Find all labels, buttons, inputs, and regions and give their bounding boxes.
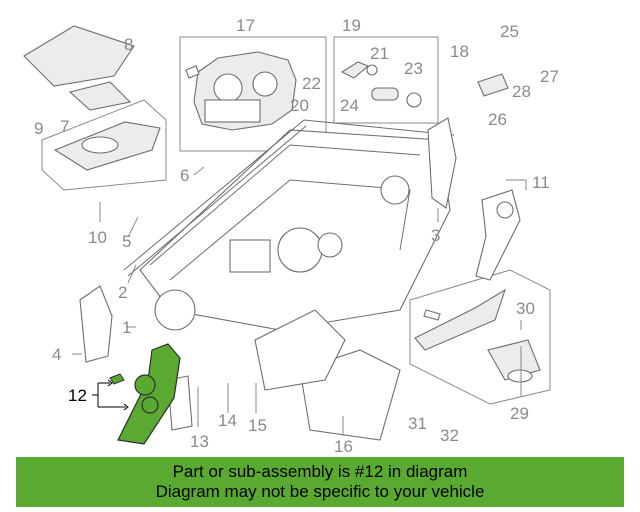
- callout-26: 26: [488, 110, 507, 129]
- info-banner: Part or sub-assembly is #12 in diagram D…: [16, 457, 624, 507]
- callout-13: 13: [190, 432, 209, 451]
- callout-27: 27: [540, 67, 559, 86]
- instrument-panel: [123, 119, 455, 331]
- part-group-29: [409, 269, 551, 405]
- callout-22: 22: [302, 74, 321, 93]
- part-11: [475, 189, 521, 281]
- callout-19: 19: [342, 16, 361, 35]
- part-3: [427, 117, 457, 209]
- banner-line-2: Diagram may not be specific to your vehi…: [155, 482, 485, 501]
- callout-16: 16: [334, 437, 353, 456]
- part-26: [477, 73, 509, 97]
- banner-line-1: Part or sub-assembly is #12 in diagram: [172, 462, 468, 481]
- callout-25: 25: [500, 22, 519, 41]
- part-group-17: [179, 36, 327, 152]
- callout-2: 2: [118, 283, 127, 302]
- callout-24: 24: [340, 96, 359, 115]
- callout-1: 1: [122, 318, 131, 337]
- callout-29: 29: [510, 404, 529, 423]
- callout-4: 4: [52, 345, 61, 364]
- highlighted-part-12: [92, 343, 181, 445]
- callout-10: 10: [88, 228, 107, 247]
- callout-labels: 1 2 3 4 5 6 7 8 9 10 11 12 13 14 15 16 1…: [34, 16, 559, 456]
- parts-diagram: 1 2 3 4 5 6 7 8 9 10 11 12 13 14 15 16 1…: [23, 16, 559, 456]
- callout-9: 9: [34, 119, 43, 138]
- callout-6: 6: [180, 166, 189, 185]
- callout-18: 18: [450, 42, 469, 61]
- callout-30: 30: [516, 299, 535, 318]
- part-group-19: [333, 36, 439, 124]
- callout-17: 17: [236, 16, 255, 35]
- part-group-7: [41, 99, 167, 191]
- callout-3: 3: [431, 226, 440, 245]
- callout-20: 20: [290, 96, 309, 115]
- part-4: [79, 285, 113, 363]
- part-15: [254, 309, 346, 391]
- callout-7: 7: [60, 117, 69, 136]
- callout-31: 31: [408, 414, 427, 433]
- callout-21: 21: [370, 44, 389, 63]
- part-8-9: [23, 25, 135, 111]
- callout-12: 12: [68, 386, 87, 405]
- callout-28: 28: [512, 82, 531, 101]
- callout-23: 23: [404, 59, 423, 78]
- callout-32: 32: [440, 426, 459, 445]
- callout-15: 15: [248, 416, 267, 435]
- callout-11: 11: [532, 173, 550, 192]
- callout-5: 5: [122, 232, 131, 251]
- callout-14: 14: [218, 411, 237, 430]
- callout-8: 8: [124, 35, 133, 54]
- leader-lines: [72, 166, 527, 436]
